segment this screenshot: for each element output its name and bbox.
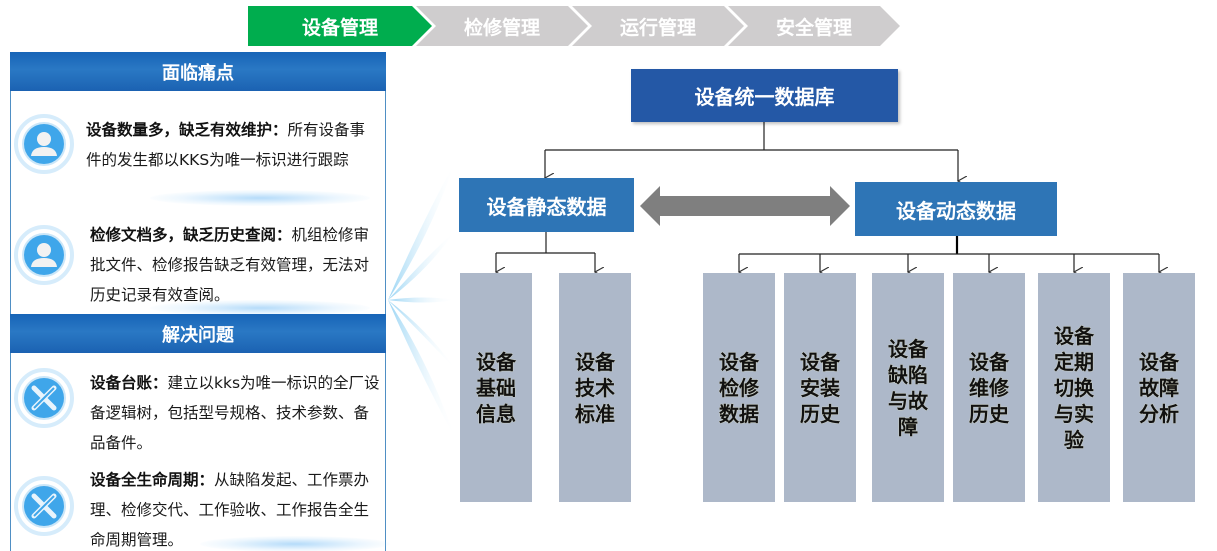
item-heading: 设备数量多，缺乏有效维护：: [86, 121, 288, 139]
nav-step-safety[interactable]: 安全管理: [728, 6, 900, 46]
light-fan-decoration: [388, 160, 456, 440]
pencil-ruler-icon: [14, 476, 74, 536]
nav-chevron-shape: [416, 6, 588, 46]
static-data-label: 设备静态数据: [486, 194, 607, 219]
static-child-tech-standard: 设备技术标准: [559, 273, 631, 502]
pain-point-item: 设备数量多，缺乏有效维护：所有设备事件的发生都以KKS为唯一标识进行跟踪: [86, 115, 376, 175]
user-icon: [14, 225, 74, 285]
nav-step-label: 检修管理: [463, 16, 540, 39]
leaf-label: 设备故障分析: [1139, 349, 1179, 426]
nav-chevron-shape: [248, 6, 432, 46]
nav-step-label: 运行管理: [619, 16, 696, 39]
static-data-node: 设备静态数据: [459, 178, 634, 232]
root-node-label: 设备统一数据库: [694, 85, 835, 109]
solutions-title: 解决问题: [162, 324, 234, 346]
leaf-label: 设备缺陷与故障: [888, 336, 928, 439]
item-text: 建立以kks为唯一标识的全厂设备逻辑树，包括型号规格、技术参数、备品备件。: [90, 374, 380, 452]
static-child-basic-info: 设备基础信息: [460, 273, 532, 502]
nav-chevron-shape: [572, 6, 744, 46]
dynamic-child-periodic-switch-test: 设备定期切换与实验: [1038, 273, 1110, 502]
leaf-label: 设备基础信息: [476, 349, 516, 426]
solutions-header: 解决问题: [10, 314, 386, 353]
dynamic-data-node: 设备动态数据: [855, 182, 1057, 236]
nav-chevron-shape: [728, 6, 900, 46]
dynamic-child-repair-history: 设备维修历史: [953, 273, 1025, 502]
item-text: 从缺陷发起、工作票办理、检修交代、工作验收、工作报告全生命周期管理。: [90, 471, 370, 549]
pain-point-item: 检修文档多，缺乏历史查阅：机组检修审批文件、检修报告缺乏有效管理，无法对历史记录…: [90, 220, 380, 310]
item-heading: 检修文档多，缺乏历史查阅：: [90, 226, 292, 244]
pencil-ruler-icon: [14, 368, 74, 428]
item-text: 所有设备事件的发生都以KKS为唯一标识进行跟踪: [86, 121, 366, 169]
item-glow-decoration: [200, 536, 390, 551]
leaf-label: 设备定期切换与实验: [1054, 323, 1094, 452]
solution-item: 设备台账：建立以kks为唯一标识的全厂设备逻辑树，包括型号规格、技术参数、备品备…: [90, 368, 380, 458]
item-text: 机组检修审批文件、检修报告缺乏有效管理，无法对历史记录有效查阅。: [90, 226, 370, 304]
pain-points-title: 面临痛点: [162, 62, 234, 84]
nav-step-equipment[interactable]: 设备管理: [248, 6, 432, 46]
dynamic-child-defects-faults: 设备缺陷与故障: [872, 273, 944, 502]
user-icon: [14, 114, 74, 174]
item-heading: 设备台账：: [90, 374, 168, 392]
pain-points-header: 面临痛点: [10, 52, 386, 91]
root-node-database: 设备统一数据库: [631, 69, 898, 122]
leaf-label: 设备安装历史: [800, 349, 840, 426]
dynamic-child-fault-analysis: 设备故障分析: [1123, 273, 1195, 502]
dynamic-child-install-history: 设备安装历史: [784, 273, 856, 502]
nav-step-label: 安全管理: [775, 16, 852, 39]
leaf-label: 设备技术标准: [575, 349, 615, 426]
bidirectional-arrow: [640, 186, 850, 226]
dynamic-data-label: 设备动态数据: [896, 198, 1016, 223]
item-glow-decoration: [150, 190, 370, 206]
dynamic-child-maintenance-data: 设备检修数据: [703, 273, 775, 502]
nav-step-operation[interactable]: 运行管理: [572, 6, 744, 46]
item-heading: 设备全生命周期：: [90, 471, 215, 489]
solution-item: 设备全生命周期：从缺陷发起、工作票办理、检修交代、工作验收、工作报告全生命周期管…: [90, 465, 380, 551]
leaf-label: 设备维修历史: [969, 349, 1009, 426]
nav-step-maintenance[interactable]: 检修管理: [416, 6, 588, 46]
nav-step-label: 设备管理: [301, 16, 378, 39]
leaf-label: 设备检修数据: [719, 349, 759, 426]
item-glow-decoration: [150, 300, 370, 316]
